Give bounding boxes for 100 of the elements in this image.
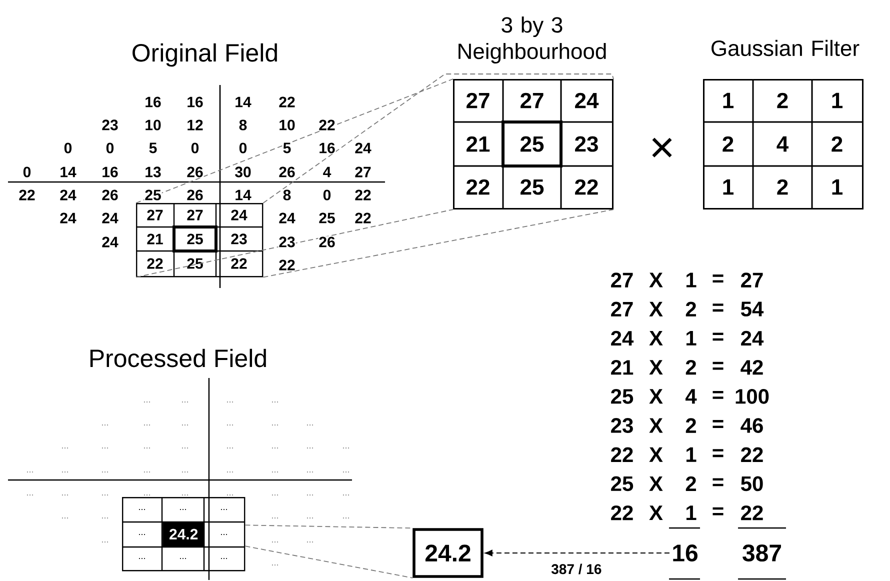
node-label: Gaussian Filter [712,40,860,56]
calculation-term: 42 [740,360,763,375]
grid-value: 22 [354,212,372,224]
leader-line [262,74,614,204]
calculation-term: X [649,476,663,491]
calculation-term: 21 [611,360,634,375]
grid-value: 22 [278,259,296,271]
placeholder-dots: ... [102,424,108,426]
grid-value: 5 [148,142,158,154]
filter-grid: Gaussian Filter 1 2 1 2 4 2 1 2 1 [703,40,864,210]
grid-value: 14 [234,96,252,108]
grid-value: 16 [101,166,119,178]
calculation-term: X [649,447,663,462]
edge-label: 387 / 16 [550,562,603,576]
calculation-term: 25 [611,476,634,492]
calculation-term: 2 [686,418,696,433]
calculation-term: 22 [741,447,763,462]
calculation-term: 23 [611,418,633,433]
grid-value: 13 [144,166,162,178]
calculation-term: 25 [611,388,634,404]
calculation-term: = [712,449,724,458]
calculation-term: X [649,330,663,346]
calculation-term: 4 [685,389,697,404]
multiply-sign: × [652,138,672,158]
calculation-term: 27 [741,272,763,288]
leader-line [262,209,614,278]
field-title: Original Field [132,43,277,67]
grid-value: 22 [354,189,372,201]
placeholder-dots: ... [307,494,313,496]
grid-value: 22 [278,96,296,108]
calculation-term: 24 [611,330,634,346]
grid-value: 10 [144,119,162,131]
grid-value: 16 [144,96,162,108]
calculation-term: = [712,332,724,341]
calculation-term: = [712,420,724,428]
calculation-term: 2 [686,476,696,492]
calculation-term: X [649,272,663,288]
calculation-term: 27 [611,272,633,288]
calculation-term: 22 [611,447,633,462]
grid-value: 24 [101,236,119,248]
leader-line [136,209,454,278]
grid-value: 27 [354,166,372,178]
placeholder-dots: ... [182,424,188,426]
grid-value: 14 [234,189,252,201]
result-cell: 24.2 [162,522,205,547]
grid-value: 26 [278,166,296,178]
placeholder-dots: ... [62,494,68,496]
calculation-term: X [649,302,663,316]
placeholder-dots: ... [227,494,233,496]
calculation-term: 50 [740,476,763,492]
grid-value: 0 [190,142,200,154]
placeholder-dots: ... [343,494,349,496]
arrow [484,550,670,556]
grid-value: 0 [238,142,248,154]
calculation-term: X [649,418,663,433]
calculation-term: = [712,304,724,312]
grid-value: 26 [101,189,119,201]
placeholder-dots: ... [182,494,188,496]
placeholder-dots: ... [272,494,278,496]
grid-value: 24 [354,142,372,154]
grid-value: 24 [101,212,119,224]
grid-value: 0 [22,166,32,178]
placeholder-dots: ... [272,564,278,566]
grid-value: 0 [63,142,73,154]
placeholder-dots: ... [27,494,33,496]
grid-value: 10 [278,119,296,131]
grid-value: 24 [59,189,77,201]
calculation-term: 1 [686,272,696,288]
placeholder-dots: ... [102,494,108,496]
calculation-term: X [649,360,663,375]
placeholder-dots: ... [144,424,150,426]
grid-value: 0 [105,142,115,154]
grid-value: 16 [318,142,336,154]
placeholder-dots: ... [307,424,313,426]
grid-value: 4 [322,166,332,178]
grid-value: 25 [318,212,336,224]
calculation-term: = [712,478,724,486]
calculation-term: X [649,389,663,404]
calculation-term: 1 [686,447,696,462]
calculation-term: 100 [736,388,769,404]
calculation-term: 46 [740,418,763,433]
sum-value: 16 [673,544,698,562]
calculation-term: 27 [611,302,633,316]
grid-value: 23 [101,119,119,131]
grid-value: 24 [278,212,296,224]
grid-value: 26 [318,236,336,248]
field-title: Processed Field [90,348,266,368]
grid-value: 14 [59,166,77,178]
grid-value: 12 [186,119,204,131]
placeholder-dots: ... [144,494,150,496]
calculation-term: = [712,390,724,399]
grid-value: 23 [278,236,296,248]
result-box: 24.2 [412,528,484,578]
grid-value: 16 [186,96,204,108]
neighbourhood-grid: 3 by 3 Neighbourhood 27 27 24 21 25 23 22 25 22 [453,16,614,210]
calculation-term: X [649,506,663,520]
calculation-term: 22 [611,505,633,520]
grid-value: 24 [59,212,77,224]
grid-value: 5 [282,142,292,154]
window-grid: 27 27 24 21 25 23 22 25 22 [136,203,264,278]
